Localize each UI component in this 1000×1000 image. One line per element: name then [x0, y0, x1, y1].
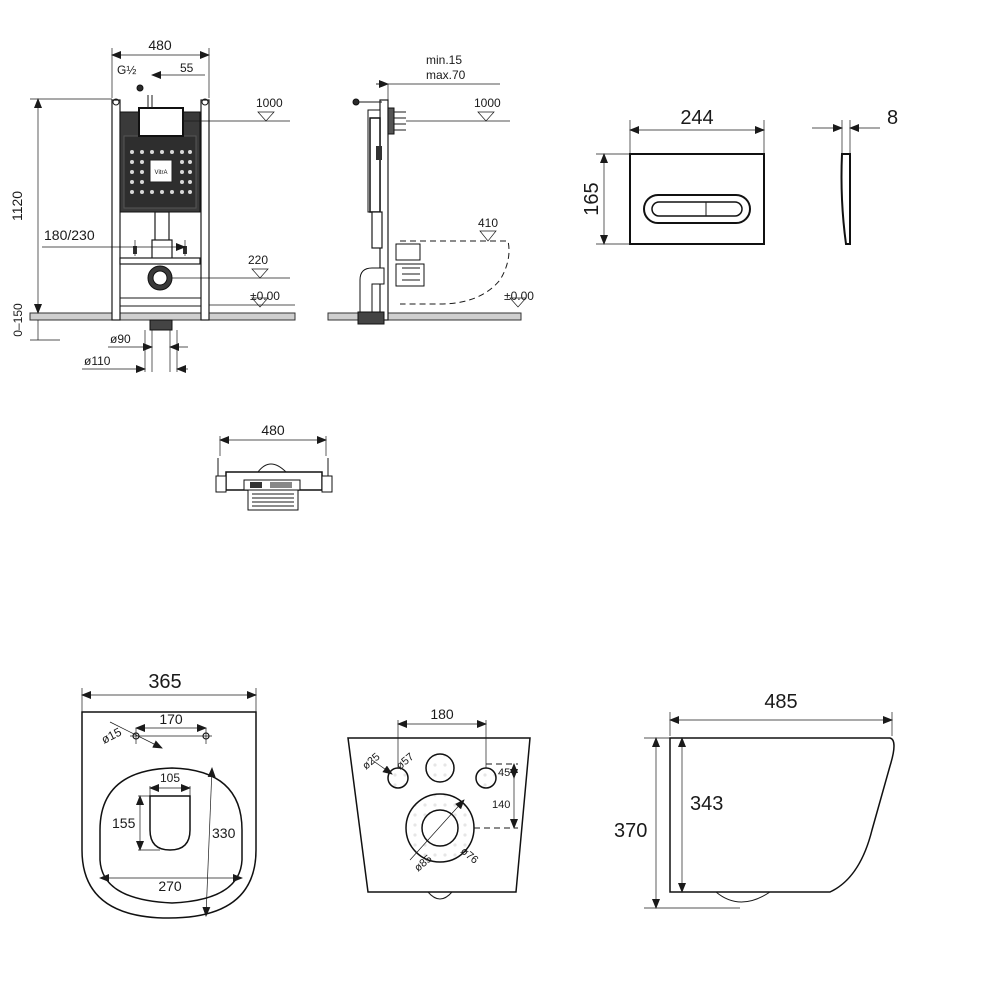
thread-size-label: G½: [117, 63, 136, 77]
inner-width-label: 270: [158, 878, 182, 894]
bowl-back-view: 180 ø25 ø57 45 140 ø85 ø76: [347, 706, 531, 900]
bowl-height-label: 370: [614, 820, 647, 842]
drain-pipe: [149, 319, 173, 331]
flush-plate-height-label: 165: [581, 182, 603, 215]
flush-plate-width-label: 244: [680, 107, 713, 129]
cistern-logo-panel: [149, 159, 173, 183]
zero-level-label: ±0.00: [250, 289, 280, 303]
pipe-110-label: ø110: [84, 354, 111, 368]
frame-top-view: 480: [215, 422, 333, 511]
floor-range-label: 0–150: [11, 303, 25, 337]
inlet-offset-label: 55: [180, 61, 194, 75]
side-zero-level-label: ±0.00: [504, 289, 534, 303]
opening-height-label: 155: [112, 815, 136, 831]
frame-width-label: 480: [148, 37, 172, 53]
outlet-height-label: 220: [248, 253, 268, 267]
flush-plate-side: 8: [812, 107, 898, 245]
brand-logo: VitrA: [155, 170, 168, 176]
service-opening: [138, 107, 184, 137]
frame-front-view: VitrA 480 G½ 55 1000 1120: [9, 37, 296, 373]
bowl-width-label: 365: [148, 671, 181, 693]
bowl-side-view: 485 370 343: [614, 691, 895, 909]
back-bolt-spacing-label: 180: [430, 706, 454, 722]
floor-slab: [29, 312, 296, 321]
bowl-top-view: 365 170 ø15 105 155 330 270: [81, 671, 257, 919]
cistern-dot-grid: [130, 150, 192, 194]
frame-side-view: min.15 max.70 1000 410 ±0.00: [327, 53, 534, 325]
opening-width-label: 105: [160, 771, 180, 785]
bolt-hole-left: [387, 767, 409, 789]
depth-min-label: min.15: [426, 53, 462, 67]
bowl-inner-height-label: 343: [690, 793, 723, 815]
bolt-spacing-label: 180/230: [44, 227, 95, 243]
bowl-side-outline: [669, 737, 895, 893]
side-level-1000-label: 1000: [474, 96, 501, 110]
hole-spacing-label: 170: [159, 711, 183, 727]
outlet-offset-label: 140: [492, 799, 510, 811]
bolt-hole-right: [475, 767, 497, 789]
frame-right-upright: [200, 99, 210, 321]
side-floor-slab: [327, 312, 522, 321]
bolt-offset-label: 45: [498, 767, 510, 779]
flush-plate-thickness-label: 8: [887, 107, 898, 129]
depth-max-label: max.70: [426, 68, 466, 82]
frame-height-label: 1120: [9, 191, 25, 221]
frame-left-upright: [111, 99, 121, 321]
level-1000-label: 1000: [256, 96, 283, 110]
bowl-opening: [149, 795, 191, 851]
bowl-length-label: 485: [764, 691, 797, 713]
side-level-410-label: 410: [478, 216, 498, 230]
flush-button-inner: [651, 201, 743, 217]
pipe-90-label: ø90: [110, 332, 131, 346]
water-inlet: [425, 753, 455, 783]
flush-plate-front: 244 165: [581, 107, 765, 245]
top-frame-width-label: 480: [261, 422, 285, 438]
inner-length-label: 330: [212, 825, 236, 841]
